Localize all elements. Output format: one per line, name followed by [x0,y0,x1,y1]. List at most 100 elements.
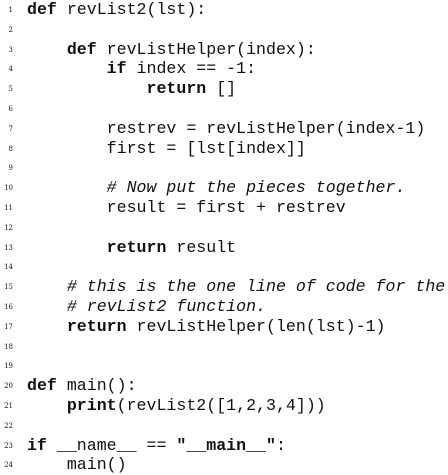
code-token: main(): [56,376,137,396]
code-token [27,317,67,336]
code-line: 5 return [] [0,79,448,99]
line-number: 5 [8,85,13,94]
line-number: 2 [8,25,13,34]
line-number: 7 [8,124,13,133]
keyword-token: if [27,435,47,455]
line-number: 18 [4,342,13,351]
line-number: 24 [4,461,13,470]
code-token [27,59,107,78]
line-code: return revListHelper(len(lst)-1) [27,317,386,337]
code-token [27,79,147,98]
code-line: 19 [0,356,448,376]
code-token: revListHelper(len(lst)-1) [126,316,386,336]
code-line: 24 main() [0,455,448,475]
code-line: 23 if __name__ == "__main__": [0,436,448,456]
code-line: 9 [0,158,448,178]
line-code: main() [27,455,127,475]
line-number: 22 [4,421,13,430]
line-number: 9 [8,164,13,173]
line-code: # Now put the pieces together. [27,178,406,198]
code-line: 17 return revListHelper(len(lst)-1) [0,317,448,337]
code-token: [] [206,79,237,99]
code-line: 7 restrev = revListHelper(index-1) [0,119,448,139]
code-line: 2 [0,20,448,40]
keyword-token: return [106,237,167,257]
line-number: 13 [4,243,13,252]
code-token: result [166,237,237,257]
line-number: 14 [4,263,13,272]
line-code: if __name__ == "__main__": [27,436,286,456]
line-number: 23 [4,441,13,450]
code-token [27,238,107,257]
code-line: 15 # this is the one line of code for th… [0,277,448,297]
line-number: 17 [4,322,13,331]
line-number: 10 [4,184,13,193]
code-token [27,178,107,197]
code-line: 11 result = first + restrev [0,198,448,218]
line-number: 8 [8,144,13,153]
code-line: 3 def revListHelper(index): [0,40,448,60]
code-line: 13 return result [0,238,448,258]
code-line: 6 [0,99,448,119]
code-line: 1 def revList2(lst): [0,0,448,20]
line-code: if index == -1: [27,59,256,79]
code-token: revList2(lst): [56,0,207,19]
line-number: 20 [4,382,13,391]
code-line: 8 first = [lst[index]] [0,139,448,159]
code-token: main() [27,455,127,475]
line-number: 15 [4,283,13,292]
line-code: return [] [27,79,237,99]
line-code: def main(): [27,376,137,396]
line-number: 6 [8,104,13,113]
line-number: 4 [8,65,13,74]
keyword-token: "__main__" [176,435,276,455]
code-token [27,396,67,415]
code-token: : [275,435,286,455]
code-line: 22 [0,416,448,436]
line-number: 12 [4,223,13,232]
code-line: 20 def main(): [0,376,448,396]
line-code: def revListHelper(index): [27,40,316,60]
code-token [27,277,67,296]
keyword-token: return [66,316,127,336]
line-number: 21 [4,401,13,410]
line-code: restrev = revListHelper(index-1) [27,118,426,139]
code-token: first = [lst[index]] [27,138,306,158]
line-number: 19 [4,362,13,371]
code-line: 10 # Now put the pieces together. [0,178,448,198]
code-line: 21 print(revList2([1,2,3,4])) [0,396,448,416]
code-token: revListHelper(index): [96,39,316,59]
code-line: 18 [0,337,448,357]
line-number: 11 [4,203,13,212]
line-code: return result [27,238,236,258]
line-code: # revList2 function. [27,297,266,317]
code-line: 16 # revList2 function. [0,297,448,317]
comment-token: # this is the one line of code for the [66,277,446,297]
keyword-token: def [27,0,57,19]
code-token: result = first + restrev [27,197,346,217]
code-token [27,40,67,59]
code-token [27,297,67,316]
code-token: restrev = revListHelper(index-1) [27,118,426,138]
line-code: result = first + restrev [27,198,346,218]
code-token: __name__ == [46,435,177,455]
line-code: def revList2(lst): [27,0,206,20]
line-number: 16 [4,302,13,311]
line-code: first = [lst[index]] [27,139,306,159]
comment-token: # revList2 function. [66,296,267,316]
comment-token: # Now put the pieces together. [106,178,406,198]
keyword-token: print [66,395,117,415]
keyword-token: if [106,59,127,79]
code-token: index == -1: [126,59,257,79]
keyword-token: def [27,376,57,396]
code-line: 12 [0,218,448,238]
code-line: 14 [0,257,448,277]
line-code: print(revList2([1,2,3,4])) [27,396,326,416]
keyword-token: def [66,39,97,59]
keyword-token: return [146,79,207,99]
code-token: (revList2([1,2,3,4])) [116,395,326,415]
line-number: 1 [8,6,13,14]
code-line: 4 if index == -1: [0,59,448,79]
line-number: 3 [8,45,13,54]
